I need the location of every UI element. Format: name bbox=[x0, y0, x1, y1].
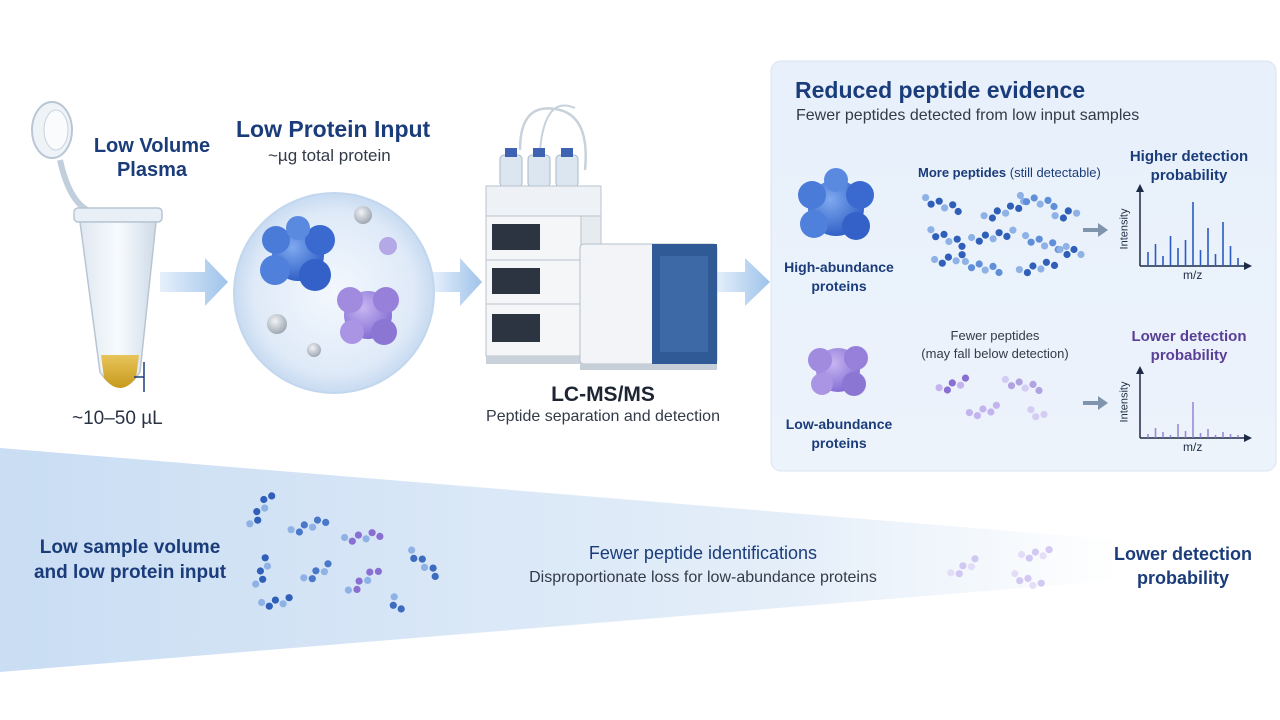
peptide-chain bbox=[931, 251, 966, 267]
low-abundance-label: Low-abundance proteins bbox=[785, 416, 893, 451]
panel-title: Reduced peptide evidence bbox=[795, 77, 1086, 103]
bottom-middle-subtitle: Disproportionate loss for low-abundance … bbox=[529, 569, 877, 586]
protein-blob-small bbox=[307, 343, 321, 357]
peptide-chain bbox=[1051, 207, 1081, 222]
peptide-chain bbox=[1018, 546, 1053, 562]
peptide-chain bbox=[258, 594, 293, 610]
panel-arrow-high bbox=[1083, 223, 1108, 237]
flow-arrow-1 bbox=[160, 258, 228, 306]
panel-subtitle: Fewer peptides detected from low input s… bbox=[796, 107, 1140, 124]
peptide-chain bbox=[1027, 406, 1048, 421]
peptide-chains bbox=[246, 191, 1085, 613]
peptide-chain bbox=[1015, 258, 1059, 277]
plasma-volume: ~10–50 µL bbox=[72, 408, 163, 429]
protein-blob-small bbox=[354, 206, 372, 224]
bottom-wedge-band bbox=[0, 448, 1120, 672]
spectrum-low bbox=[1136, 366, 1252, 442]
high-peptides-caption-rest: (still detectable) bbox=[1006, 165, 1101, 180]
peptide-chain bbox=[935, 374, 970, 394]
protein-blob-small bbox=[267, 314, 287, 334]
protein-input-subtitle: ~µg total protein bbox=[268, 146, 391, 165]
protein-input-title: Low Protein Input bbox=[236, 116, 431, 142]
high-abundance-protein-icon bbox=[798, 168, 874, 240]
spectrum-high bbox=[1136, 184, 1252, 270]
peptide-chain bbox=[1011, 570, 1045, 590]
protein-blob-large-blue bbox=[260, 216, 335, 291]
protein-blob-small bbox=[379, 237, 397, 255]
peptide-chain bbox=[968, 226, 1017, 245]
protein-blob-large-purple bbox=[337, 287, 399, 345]
low-peptides-caption: Fewer peptides (may fall below detection… bbox=[921, 328, 1069, 361]
flow-arrow-2 bbox=[432, 258, 482, 306]
bottom-middle-title: Fewer peptide identifications bbox=[588, 543, 818, 563]
lcms-instrument-illustration bbox=[485, 104, 718, 370]
peptide-chain bbox=[408, 546, 439, 581]
high-abundance-label: High-abundance proteins bbox=[784, 259, 894, 294]
bottom-left-label: Low sample volume and low protein input bbox=[33, 537, 227, 583]
instrument-title: LC-MS/MS bbox=[551, 383, 655, 406]
peptide-chain bbox=[252, 554, 272, 588]
low-abundance-protein-icon bbox=[808, 346, 868, 396]
peptide-chain bbox=[1016, 191, 1058, 211]
peptide-chain bbox=[246, 492, 276, 528]
high-peptides-caption: More peptides (still detectable) bbox=[918, 165, 1101, 180]
peptide-chain bbox=[947, 555, 979, 578]
plasma-title: Low Volume Plasma bbox=[93, 135, 211, 181]
evidence-panel bbox=[770, 60, 1277, 472]
high-detection-label: Higher detection probability bbox=[1129, 148, 1249, 184]
peptide-chain bbox=[300, 560, 332, 583]
flow-arrow-3 bbox=[715, 258, 770, 306]
plasma-tube-illustration bbox=[31, 101, 163, 392]
bottom-right-label: Lower detection probability bbox=[1113, 544, 1252, 588]
high-spectrum-ylabel: Intensity bbox=[1118, 208, 1131, 250]
peptide-chain bbox=[1001, 375, 1043, 395]
peptide-chain bbox=[922, 194, 962, 216]
panel-arrow-low bbox=[1083, 396, 1108, 410]
peptide-chain bbox=[965, 401, 1001, 420]
peptide-chain bbox=[344, 567, 382, 594]
high-peptides-caption-bold: More peptides bbox=[918, 165, 1007, 180]
peptide-chain bbox=[961, 257, 1003, 277]
high-spectrum-xlabel: m/z bbox=[1183, 268, 1203, 282]
low-spectrum-ylabel: Intensity bbox=[1118, 381, 1131, 423]
protein-input-circle bbox=[233, 192, 435, 394]
peptide-chain bbox=[341, 529, 384, 545]
peptide-chain bbox=[287, 516, 330, 536]
low-spectrum-xlabel: m/z bbox=[1183, 440, 1203, 454]
peptide-chain bbox=[927, 226, 966, 250]
low-detection-label: Lower detection probability bbox=[1131, 328, 1247, 364]
instrument-subtitle: Peptide separation and detection bbox=[486, 408, 720, 425]
peptide-chain bbox=[1056, 245, 1085, 259]
peptide-chain bbox=[389, 593, 405, 613]
